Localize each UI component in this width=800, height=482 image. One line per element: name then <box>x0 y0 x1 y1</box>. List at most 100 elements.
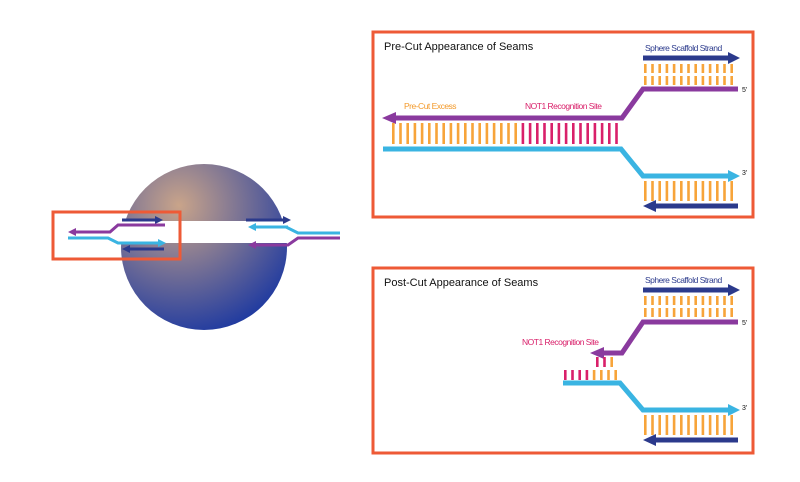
base-pair-tick <box>600 370 603 380</box>
arrow-head-icon <box>728 170 740 182</box>
base-pair-tick <box>687 415 690 435</box>
base-pair-tick <box>665 415 669 435</box>
post-cut-three-prime: 3' <box>742 405 747 412</box>
pre-cut-excess-label: Pre-Cut Excess <box>404 101 456 111</box>
base-pair-tick <box>687 76 690 85</box>
base-pair-tick <box>680 181 683 201</box>
base-pair-tick <box>644 296 647 305</box>
base-pair-tick <box>651 181 654 201</box>
base-pair-tick <box>680 308 683 317</box>
base-pair-tick <box>730 415 733 435</box>
base-pair-tick <box>730 308 733 317</box>
base-pair-tick <box>708 181 712 201</box>
base-pair-tick <box>658 76 661 85</box>
base-pair-tick <box>680 76 683 85</box>
base-pair-tick <box>716 76 719 85</box>
base-pair-tick <box>442 123 445 144</box>
base-pair-tick <box>694 296 697 305</box>
base-pair-tick <box>608 123 611 144</box>
pre-cut-middle-base-pairs <box>392 123 618 144</box>
base-pair-tick <box>585 370 589 380</box>
arrow-head-icon <box>728 284 740 296</box>
base-pair-tick <box>471 123 474 144</box>
base-pair-tick <box>694 76 697 85</box>
base-pair-tick <box>658 308 661 317</box>
post-cut-purple-strand <box>603 319 738 356</box>
base-pair-tick <box>687 64 690 73</box>
base-pair-tick <box>456 123 460 144</box>
base-pair-tick <box>687 181 690 201</box>
base-pair-tick <box>550 123 553 144</box>
base-pair-tick <box>586 123 589 144</box>
base-pair-tick <box>603 357 606 367</box>
base-pair-tick <box>687 308 690 317</box>
base-pair-tick <box>644 181 647 201</box>
base-pair-tick <box>644 76 647 85</box>
base-pair-tick <box>723 64 726 73</box>
base-pair-tick <box>694 64 697 73</box>
base-pair-tick <box>593 123 597 144</box>
arrow-head-icon <box>728 52 740 64</box>
base-pair-tick <box>399 123 402 144</box>
base-pair-tick <box>680 64 683 73</box>
base-pair-tick <box>723 296 726 305</box>
post-cut-cyan-strand <box>563 380 728 413</box>
arrow-head-icon <box>643 434 656 446</box>
base-pair-tick <box>528 123 532 144</box>
base-pair-tick <box>665 64 669 73</box>
base-pair-tick <box>723 181 726 201</box>
base-pair-tick <box>428 123 431 144</box>
base-pair-tick <box>572 123 575 144</box>
left-seam-strands <box>68 216 166 253</box>
base-pair-tick <box>701 64 705 73</box>
sphere-icon <box>121 164 287 330</box>
base-pair-tick <box>701 76 705 85</box>
base-pair-tick <box>708 64 712 73</box>
base-pair-tick <box>694 181 697 201</box>
arrow-head-icon <box>643 200 656 212</box>
base-pair-tick <box>723 415 726 435</box>
pre-cut-scaffold-base-pairs <box>644 76 733 85</box>
post-cut-title: Post-Cut Appearance of Seams <box>384 277 539 289</box>
base-pair-tick <box>730 181 733 201</box>
pre-cut-panel: Pre-Cut Appearance of Seams Sphere Scaff… <box>371 30 755 219</box>
pre-cut-bottom-base-pairs <box>644 181 733 201</box>
base-pair-tick <box>644 308 647 317</box>
base-pair-tick <box>672 181 676 201</box>
pre-cut-three-prime: 3' <box>742 170 747 177</box>
pre-cut-scaffold-label: Sphere Scaffold Strand <box>645 43 723 53</box>
base-pair-tick <box>680 296 683 305</box>
base-pair-tick <box>708 415 712 435</box>
base-pair-tick <box>665 76 669 85</box>
pre-cut-frame <box>371 30 755 219</box>
base-pair-tick <box>579 123 582 144</box>
base-pair-tick <box>680 415 683 435</box>
base-pair-tick <box>687 296 690 305</box>
base-pair-tick <box>651 296 654 305</box>
base-pair-tick <box>596 357 599 367</box>
base-pair-tick <box>600 123 604 144</box>
base-pair-tick <box>644 415 647 435</box>
base-pair-tick <box>665 181 669 201</box>
pre-cut-not1-label: NOT1 Recognition Site <box>525 101 602 111</box>
base-pair-tick <box>507 123 510 144</box>
base-pair-tick <box>658 415 661 435</box>
base-pair-tick <box>435 123 438 144</box>
base-pair-tick <box>658 64 661 73</box>
base-pair-tick <box>672 76 676 85</box>
post-cut-scaffold-label: Sphere Scaffold Strand <box>645 275 723 285</box>
base-pair-tick <box>406 123 409 144</box>
base-pair-tick <box>521 123 525 144</box>
base-pair-tick <box>420 123 424 144</box>
base-pair-tick <box>716 181 719 201</box>
base-pair-tick <box>651 64 654 73</box>
base-pair-tick <box>464 123 467 144</box>
post-cut-bottom-base-pairs <box>644 415 733 435</box>
base-pair-tick <box>665 296 669 305</box>
base-pair-tick <box>665 308 669 317</box>
base-pair-tick <box>413 123 417 144</box>
base-pair-tick <box>492 123 496 144</box>
base-pair-tick <box>701 296 705 305</box>
sphere-overview <box>51 164 340 330</box>
